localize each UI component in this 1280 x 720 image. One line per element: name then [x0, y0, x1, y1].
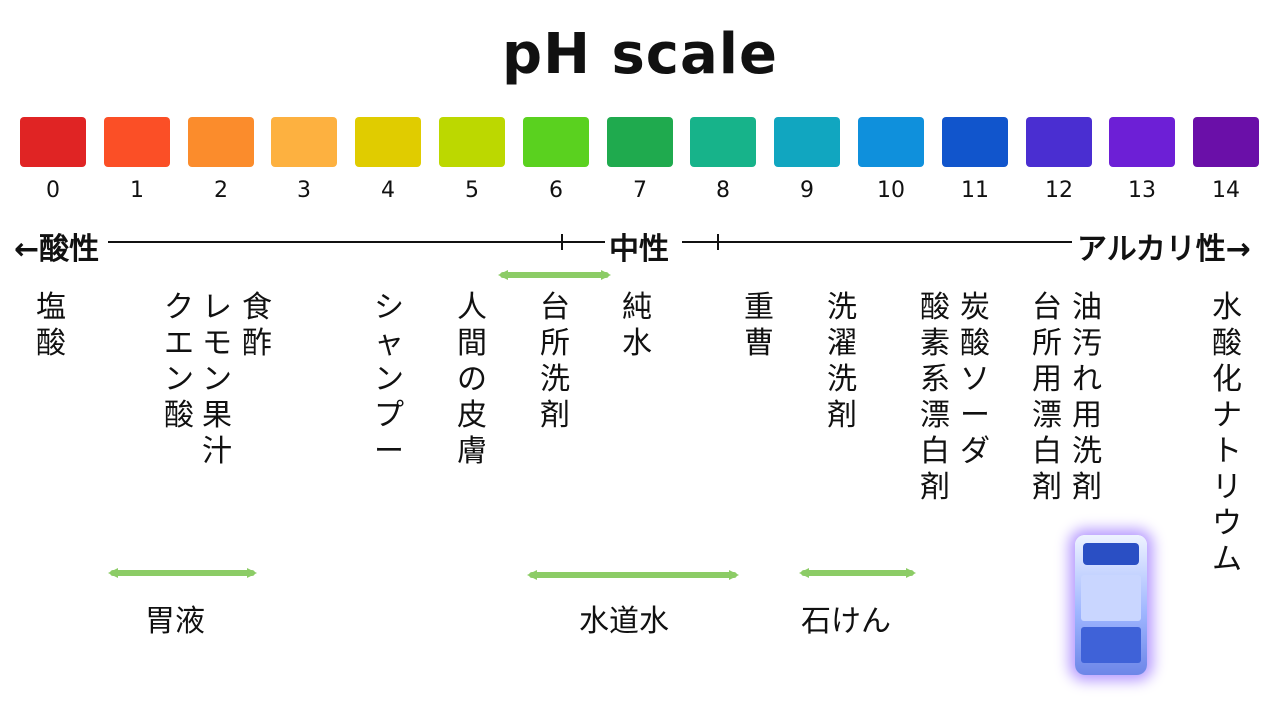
ph-swatch-4 — [355, 117, 421, 167]
ph-number-10: 10 — [877, 178, 905, 203]
ph-swatch-8 — [690, 117, 756, 167]
acid-label: ←酸性 — [12, 224, 102, 268]
neutral-label: 中性 — [607, 224, 671, 268]
ph-swatch-3 — [271, 117, 337, 167]
ph-number-14: 14 — [1212, 178, 1240, 203]
ph-swatch-7 — [607, 117, 673, 167]
substance-laundry-detergent: 洗濯洗剤 — [827, 290, 857, 433]
substance-hydrochloric-acid: 塩酸 — [36, 290, 66, 361]
ph-number-13: 13 — [1128, 178, 1156, 203]
cleaner-bottle-image — [1075, 535, 1147, 675]
ph-number-7: 7 — [633, 178, 647, 203]
ph-swatch-5 — [439, 117, 505, 167]
ph-number-2: 2 — [214, 178, 228, 203]
substance-lemon-juice: レモン果汁 — [202, 290, 232, 469]
ph-swatch-1 — [104, 117, 170, 167]
ph-swatch-13 — [1109, 117, 1175, 167]
substance-degreaser: 油汚れ用洗剤 — [1072, 290, 1102, 505]
ph-number-8: 8 — [716, 178, 730, 203]
range-label-gastric-juice: 胃液 — [145, 604, 205, 639]
ph-swatch-14 — [1193, 117, 1259, 167]
range-label-tap-water: 水道水 — [579, 604, 669, 639]
ph-swatch-11 — [942, 117, 1008, 167]
ph-number-1: 1 — [130, 178, 144, 203]
substance-soda-ash: 炭酸ソーダ — [960, 290, 990, 469]
ph-number-12: 12 — [1045, 178, 1073, 203]
ph-swatch-12 — [1026, 117, 1092, 167]
ph-number-5: 5 — [465, 178, 479, 203]
ph-number-9: 9 — [800, 178, 814, 203]
ph-swatch-9 — [774, 117, 840, 167]
substance-vinegar: 食酢 — [242, 290, 272, 361]
ph-number-4: 4 — [381, 178, 395, 203]
substance-citric-acid: クエン酸 — [164, 290, 194, 433]
alkaline-label: アルカリ性→ — [1075, 224, 1253, 268]
ph-number-0: 0 — [46, 178, 60, 203]
ph-number-6: 6 — [549, 178, 563, 203]
ph-number-3: 3 — [297, 178, 311, 203]
substance-human-skin: 人間の皮膚 — [457, 290, 487, 469]
substance-dish-detergent: 台所洗剤 — [540, 290, 570, 433]
substance-baking-soda: 重曹 — [744, 290, 774, 361]
substance-shampoo: シャンプー — [374, 290, 404, 469]
ph-swatch-10 — [858, 117, 924, 167]
page-title: pH scale — [502, 22, 778, 87]
ph-number-11: 11 — [961, 178, 989, 203]
ph-swatch-0 — [20, 117, 86, 167]
substance-pure-water: 純水 — [622, 290, 652, 361]
substance-sodium-hydroxide: 水酸化ナトリウム — [1212, 290, 1242, 577]
substance-kitchen-bleach: 台所用漂白剤 — [1032, 290, 1062, 505]
range-label-soap: 石けん — [801, 604, 891, 639]
substance-oxygen-bleach: 酸素系漂白剤 — [920, 290, 950, 505]
ph-swatch-2 — [188, 117, 254, 167]
ph-swatch-6 — [523, 117, 589, 167]
